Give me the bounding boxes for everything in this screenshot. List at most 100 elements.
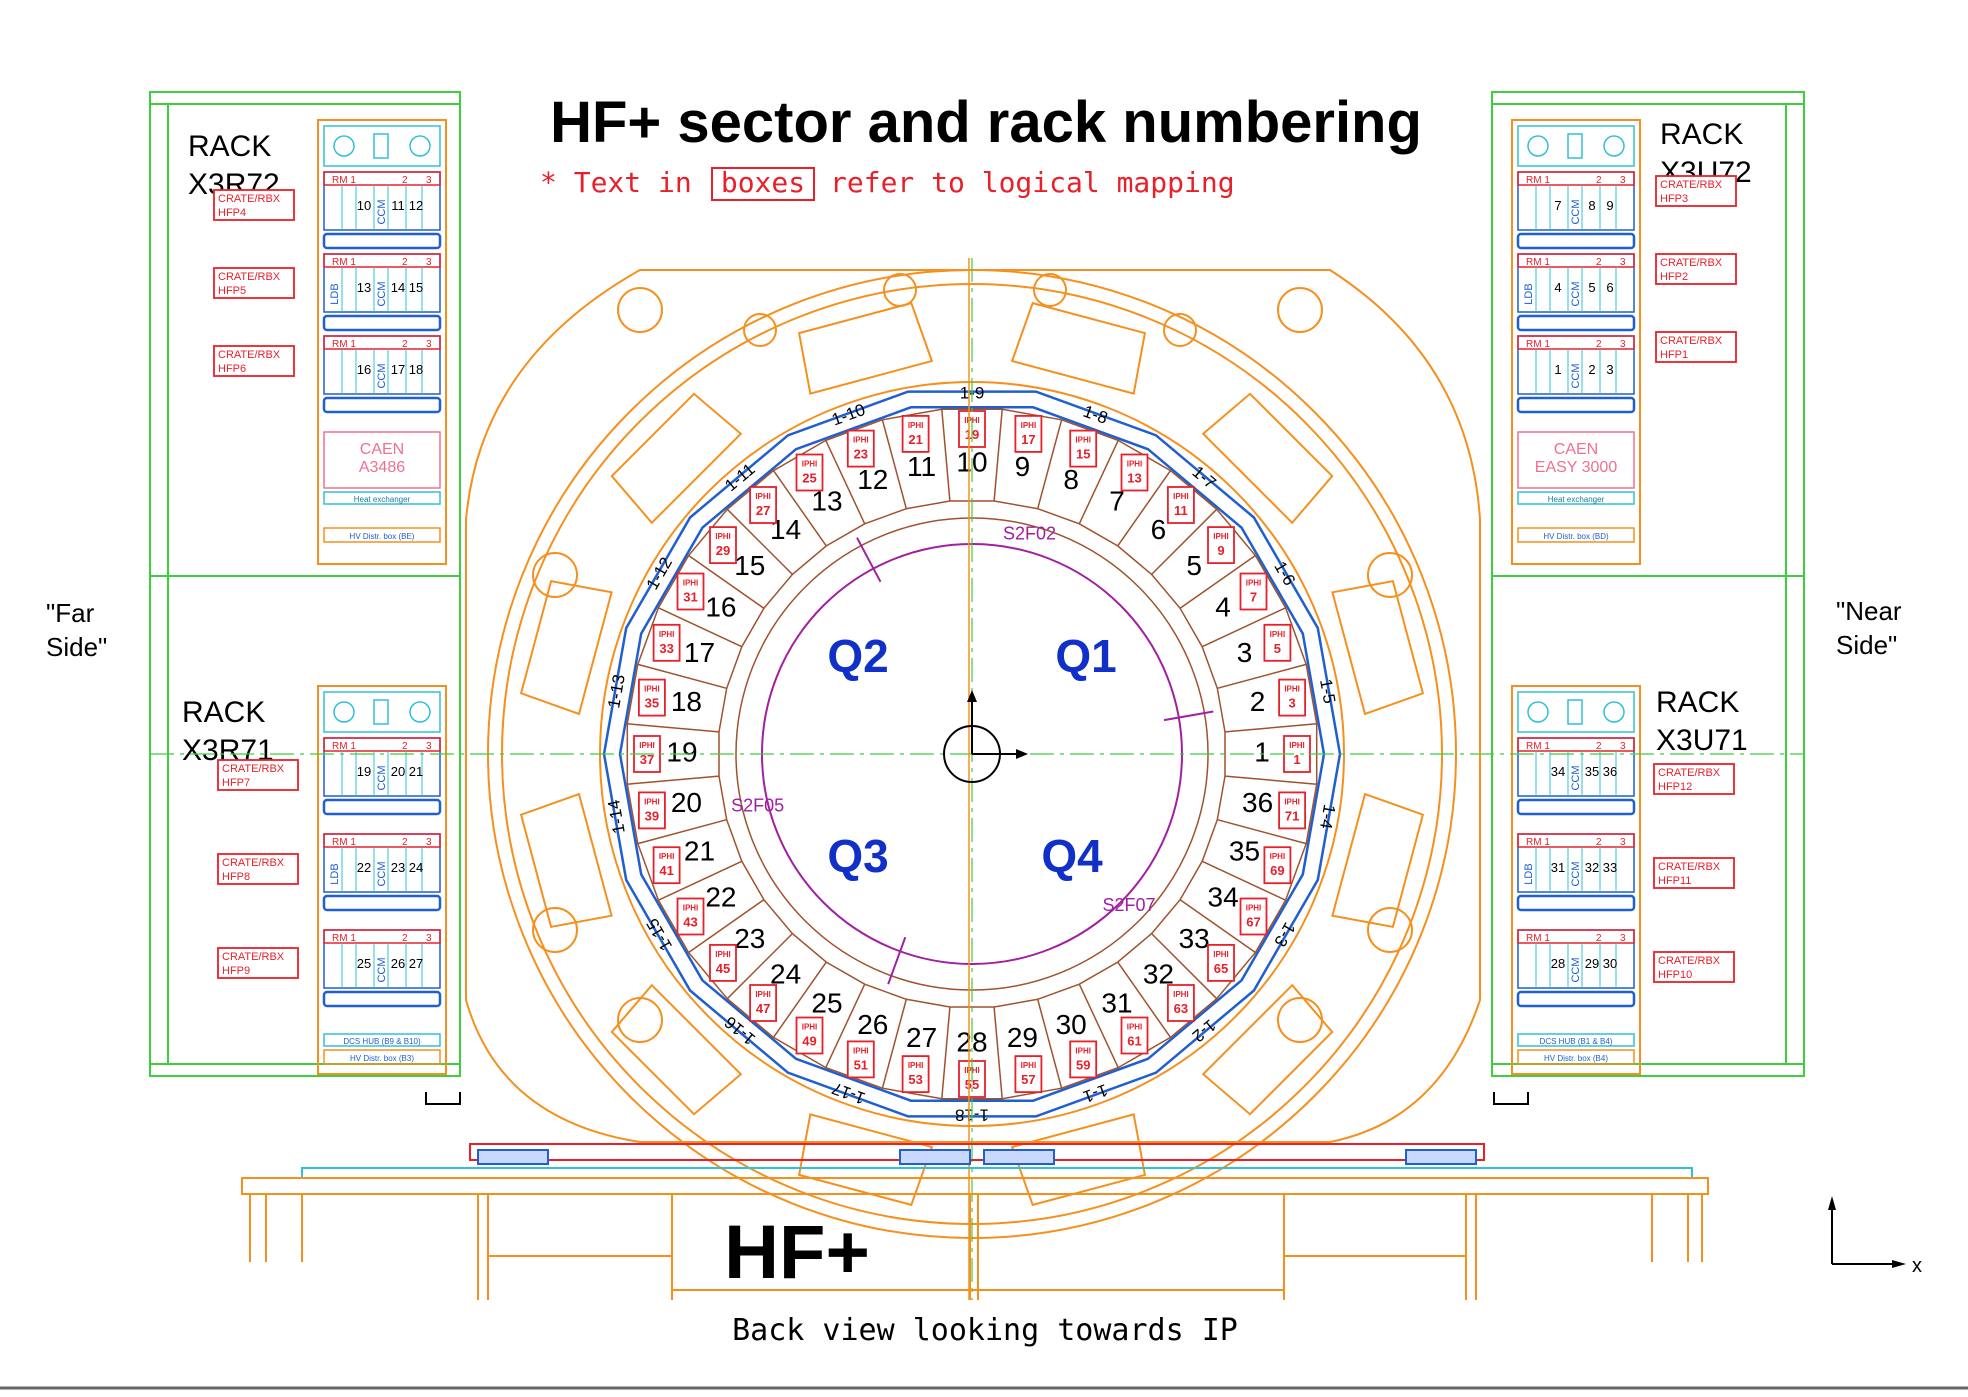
iphi-prefix: IPHI — [1213, 532, 1229, 541]
iphi-value: 47 — [756, 1001, 770, 1016]
iphi-value: 65 — [1214, 961, 1228, 976]
iphi-box-frame — [1207, 526, 1235, 564]
crate-shelf — [322, 990, 442, 1008]
shield-cutout — [519, 792, 613, 929]
bolt-hole — [1277, 287, 1323, 333]
wedge-divider — [881, 419, 908, 509]
iphi-box-frame — [1069, 1040, 1098, 1079]
quadrant-label-q1: Q1 — [1055, 630, 1116, 682]
rack-cabinet — [317, 119, 447, 565]
rm-label: 3 — [1620, 257, 1626, 268]
rbx-box — [217, 853, 299, 885]
iphi-value: 3 — [1288, 696, 1295, 711]
sector-number: 5 — [1186, 550, 1202, 581]
quadrant-label-q2: Q2 — [827, 630, 888, 682]
rbx-name: HFP3 — [1660, 193, 1688, 205]
slot-number: 24 — [409, 860, 423, 875]
iphi-value: 7 — [1250, 590, 1257, 605]
iphi-value: 57 — [1021, 1072, 1035, 1087]
rm-label: 2 — [1596, 339, 1602, 350]
rbx-name: HFP12 — [1658, 781, 1692, 793]
rm-bar — [323, 929, 441, 944]
bolt-hole — [1367, 907, 1413, 953]
rack-brackets — [425, 1092, 1529, 1105]
wedge-divider — [1217, 663, 1307, 690]
slot-number: 3 — [1606, 362, 1613, 377]
wedge-divider — [1217, 818, 1307, 845]
ldb-label: LDB — [1523, 863, 1535, 884]
rbx-prefix: CRATE/RBX — [218, 193, 281, 205]
hv-box-label: HV Distr. box (BD) — [1543, 532, 1609, 541]
iphi-box-frame — [638, 791, 666, 830]
iphi-value: 33 — [659, 641, 673, 656]
iphi-prefix: IPHI — [659, 630, 675, 639]
iphi-prefix: IPHI — [853, 436, 869, 445]
iphi-prefix: IPHI — [1173, 492, 1189, 501]
rbx-box — [213, 345, 295, 377]
iphi-box-frame — [1239, 897, 1268, 936]
slot-number: 31 — [1551, 860, 1565, 875]
rm-label: RM 1 — [1526, 257, 1550, 268]
hf-detector: 1-11-21-31-41-51-61-71-81-91-101-111-121… — [150, 258, 1804, 1300]
sector-number: 30 — [1056, 1009, 1087, 1040]
iphi-prefix: IPHI — [1021, 421, 1037, 430]
rbx-prefix: CRATE/RBX — [1660, 335, 1723, 347]
iphi-value: 67 — [1246, 915, 1260, 930]
fan-unit — [323, 691, 441, 733]
iphi-prefix: IPHI — [1270, 630, 1286, 639]
sector-number: 29 — [1007, 1022, 1038, 1053]
rack-cabinet — [1511, 685, 1641, 1075]
crate-shelf — [1516, 798, 1636, 816]
rm-bar — [1517, 335, 1635, 350]
iphi-box-frame — [1207, 944, 1235, 982]
sector-number: 23 — [734, 923, 765, 954]
rbx-prefix: CRATE/RBX — [1660, 257, 1723, 269]
iphi-value: 71 — [1285, 808, 1299, 823]
wedge-divider — [825, 440, 866, 525]
rbx-box — [1653, 951, 1735, 983]
sector-number: 36 — [1242, 787, 1273, 818]
sector-number: 9 — [1015, 451, 1031, 482]
crate-shelf — [1516, 396, 1636, 414]
note-suffix: refer to logical mapping — [830, 166, 1235, 199]
sector-number: 4 — [1215, 591, 1231, 622]
rbx-prefix: CRATE/RBX — [1660, 179, 1723, 191]
iphi-prefix: IPHI — [802, 1023, 818, 1032]
iphi-prefix: IPHI — [644, 685, 660, 694]
iphi-box-frame — [1120, 1016, 1149, 1055]
iphi-box-frame — [1120, 453, 1149, 492]
cable-tick — [1163, 710, 1214, 722]
shield-cutout — [610, 392, 743, 525]
iphi-value: 29 — [716, 543, 730, 558]
sector-number: 3 — [1237, 637, 1253, 668]
iphi-box-frame — [795, 1016, 824, 1055]
crate-shelf — [322, 232, 442, 250]
slot-number: 20 — [391, 764, 405, 779]
caen-model: A3486 — [359, 459, 405, 476]
iphi-box-frame — [846, 429, 875, 468]
rm-label: RM 1 — [332, 933, 356, 944]
rbx-name: HFP4 — [218, 207, 246, 219]
rack-id: X3U71 — [1656, 724, 1748, 757]
rm-bar — [1517, 737, 1635, 752]
iphi-prefix: IPHI — [1127, 460, 1143, 469]
note-box — [711, 167, 815, 201]
sector-number: 6 — [1151, 514, 1167, 545]
iphi-value: 21 — [908, 432, 922, 447]
rbx-label: CRATE/RBX HFP4 — [213, 189, 295, 221]
rm-label: 2 — [1596, 257, 1602, 268]
fan-unit — [323, 125, 441, 167]
rbx-name: HFP9 — [222, 965, 250, 977]
slot-number: 18 — [409, 362, 423, 377]
